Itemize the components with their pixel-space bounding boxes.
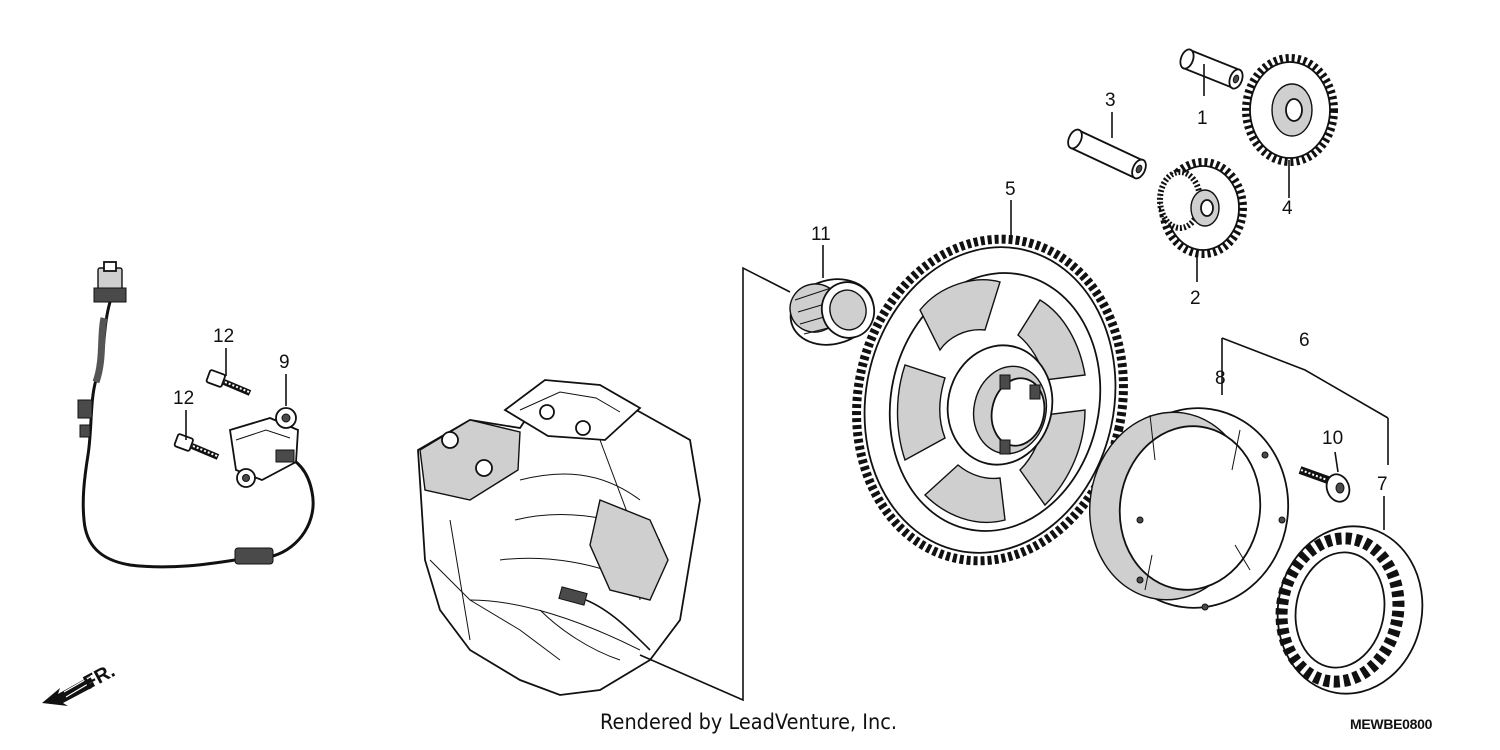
needle-bearing-part-11[interactable]	[783, 270, 881, 354]
callout-11: 11	[811, 224, 831, 245]
reduction-gear-part-4[interactable]	[1242, 54, 1338, 166]
reference-leader-line	[639, 266, 791, 702]
idle-gear-part-2[interactable]	[1157, 158, 1247, 258]
bolt-part-12-upper[interactable]	[205, 369, 252, 396]
starter-driven-gear-part-5[interactable]	[827, 214, 1153, 586]
bolt-part-10[interactable]	[1298, 466, 1353, 505]
credit-text: Rendered by LeadVenture, Inc.	[600, 710, 897, 734]
callout-5: 5	[1005, 179, 1016, 200]
callout-3: 3	[1105, 90, 1116, 111]
shaft-part-1[interactable]	[1178, 48, 1245, 91]
callout-8: 8	[1215, 368, 1226, 389]
shaft-part-3[interactable]	[1065, 127, 1148, 180]
front-direction-arrow-icon	[42, 671, 95, 706]
callout-10: 10	[1322, 428, 1343, 449]
bracket-part-6	[1221, 337, 1389, 419]
callout-12-lower: 12	[173, 388, 194, 409]
sensor-harness-part-9[interactable]	[77, 261, 315, 569]
callout-12-upper: 12	[213, 326, 234, 347]
callout-2: 2	[1190, 288, 1201, 309]
callout-6: 6	[1299, 330, 1310, 351]
bolt-part-12-lower[interactable]	[173, 433, 220, 460]
diagram-code: MEWBE0800	[1350, 716, 1433, 732]
callout-7: 7	[1377, 474, 1388, 495]
engine-block-illustration	[417, 379, 701, 696]
clutch-outer-part-8[interactable]	[1078, 396, 1301, 620]
callout-9: 9	[279, 352, 290, 373]
callout-4: 4	[1282, 198, 1293, 219]
callout-1: 1	[1197, 108, 1208, 129]
one-way-clutch-part-7[interactable]	[1265, 515, 1436, 705]
